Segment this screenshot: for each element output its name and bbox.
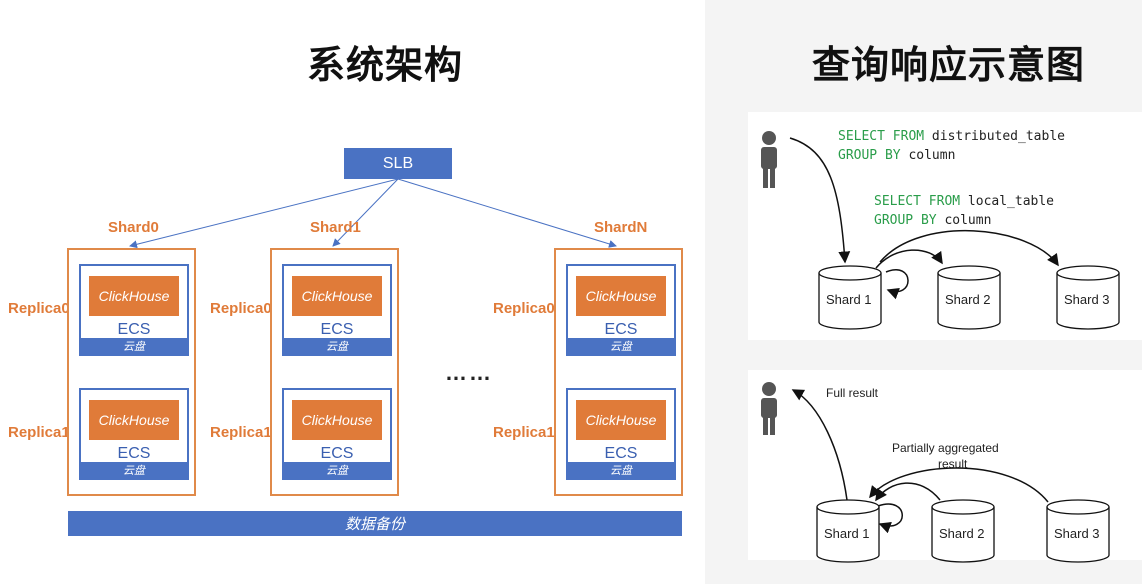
query-diagram-title: 查询响应示意图 bbox=[812, 43, 1086, 87]
ecs-label: ECS bbox=[604, 321, 638, 338]
db-shard3-bottom bbox=[1046, 499, 1110, 563]
cloud-disk: 云盘 bbox=[81, 462, 187, 478]
shard1-self-loop-top bbox=[885, 269, 909, 300]
cloud-disk: 云盘 bbox=[284, 462, 390, 478]
slb-node: SLB bbox=[344, 148, 452, 179]
sql-text: column bbox=[900, 148, 956, 163]
db-shard2-bottom bbox=[931, 499, 995, 563]
clickhouse-node: ClickHouse bbox=[89, 400, 179, 440]
db-shard1-bottom bbox=[816, 499, 880, 563]
replica1-label-shard0: Replica1 bbox=[8, 424, 70, 441]
shard1-self-loop-bottom bbox=[877, 503, 903, 534]
partial-result-label-line2: result bbox=[938, 457, 968, 471]
shard1-bottom-label: Shard 1 bbox=[824, 526, 870, 541]
shard3-to-shard1-arrow bbox=[869, 467, 1049, 503]
shard1-top-label: Shard 1 bbox=[826, 292, 872, 307]
cloud-disk: 云盘 bbox=[284, 338, 390, 354]
cloud-disk: 云盘 bbox=[568, 338, 674, 354]
ecs-node: ClickHouse ECS 云盘 bbox=[282, 264, 392, 356]
local-query: SELECT FROM local_table GROUP BY column bbox=[874, 192, 1054, 230]
clickhouse-node: ClickHouse bbox=[292, 400, 382, 440]
ellipsis: …… bbox=[445, 360, 493, 385]
shard0-label: Shard0 bbox=[108, 219, 159, 236]
replica1-label-shard1: Replica1 bbox=[210, 424, 272, 441]
shard2-bottom-label: Shard 2 bbox=[939, 526, 985, 541]
architecture-title: 系统架构 bbox=[307, 43, 464, 87]
shard3-bottom-label: Shard 3 bbox=[1054, 526, 1100, 541]
full-result-label: Full result bbox=[826, 386, 879, 400]
sql-text: local_table bbox=[960, 194, 1055, 209]
sql-keyword: GROUP BY bbox=[838, 148, 901, 163]
sql-keyword: SELECT FROM bbox=[874, 194, 961, 209]
slb-to-shardn-line bbox=[397, 178, 617, 248]
db-shard1-top bbox=[818, 265, 882, 330]
sql-keyword: GROUP BY bbox=[874, 213, 937, 228]
replica1-label-shardn: Replica1 bbox=[493, 424, 555, 441]
shard1-to-shard3-arrow bbox=[879, 229, 1059, 267]
db-shard3-top bbox=[1056, 265, 1120, 330]
cloud-disk: 云盘 bbox=[81, 338, 187, 354]
ecs-node: ClickHouse ECS 云盘 bbox=[566, 264, 676, 356]
ecs-node: ClickHouse ECS 云盘 bbox=[79, 388, 189, 480]
ecs-label: ECS bbox=[320, 445, 354, 462]
ecs-node: ClickHouse ECS 云盘 bbox=[566, 388, 676, 480]
distributed-query: SELECT FROM distributed_table GROUP BY c… bbox=[838, 127, 1065, 165]
shard3-top-label: Shard 3 bbox=[1064, 292, 1110, 307]
slb-to-shard1-line bbox=[332, 178, 399, 247]
ecs-node: ClickHouse ECS 云盘 bbox=[282, 388, 392, 480]
replica0-label-shard1: Replica0 bbox=[210, 300, 272, 317]
replica0-label-shardn: Replica0 bbox=[493, 300, 555, 317]
db-shard2-top bbox=[937, 265, 1001, 330]
shard2-to-shard1-arrow bbox=[875, 482, 941, 502]
full-result-arrow bbox=[791, 389, 848, 501]
ecs-label: ECS bbox=[117, 321, 151, 338]
clickhouse-node: ClickHouse bbox=[89, 276, 179, 316]
shardn-box: ClickHouse ECS 云盘 ClickHouse ECS 云盘 bbox=[554, 248, 683, 496]
clickhouse-node: ClickHouse bbox=[576, 276, 666, 316]
sql-keyword: SELECT FROM bbox=[838, 129, 925, 144]
user-icon-top bbox=[761, 131, 777, 188]
sql-text: column bbox=[936, 213, 992, 228]
shard1-to-shard2-arrow bbox=[875, 249, 943, 269]
ecs-node: ClickHouse ECS 云盘 bbox=[79, 264, 189, 356]
sql-text: distributed_table bbox=[924, 129, 1065, 144]
ecs-label: ECS bbox=[320, 321, 354, 338]
shard2-top-label: Shard 2 bbox=[945, 292, 991, 307]
clickhouse-node: ClickHouse bbox=[292, 276, 382, 316]
query-to-shard1-arrow bbox=[789, 137, 851, 264]
shard1-label: Shard1 bbox=[310, 219, 361, 236]
cloud-disk: 云盘 bbox=[568, 462, 674, 478]
partial-result-label-line1: Partially aggregated bbox=[892, 441, 999, 455]
slb-to-shard0-line bbox=[129, 178, 399, 249]
shardn-label: ShardN bbox=[594, 219, 648, 236]
shard1-box: ClickHouse ECS 云盘 ClickHouse ECS 云盘 bbox=[270, 248, 399, 496]
replica0-label-shard0: Replica0 bbox=[8, 300, 70, 317]
ecs-label: ECS bbox=[117, 445, 151, 462]
ecs-label: ECS bbox=[604, 445, 638, 462]
shard0-box: ClickHouse ECS 云盘 ClickHouse ECS 云盘 bbox=[67, 248, 196, 496]
user-icon-bottom bbox=[761, 382, 777, 435]
clickhouse-node: ClickHouse bbox=[576, 400, 666, 440]
data-backup-bar: 数据备份 bbox=[68, 511, 682, 536]
